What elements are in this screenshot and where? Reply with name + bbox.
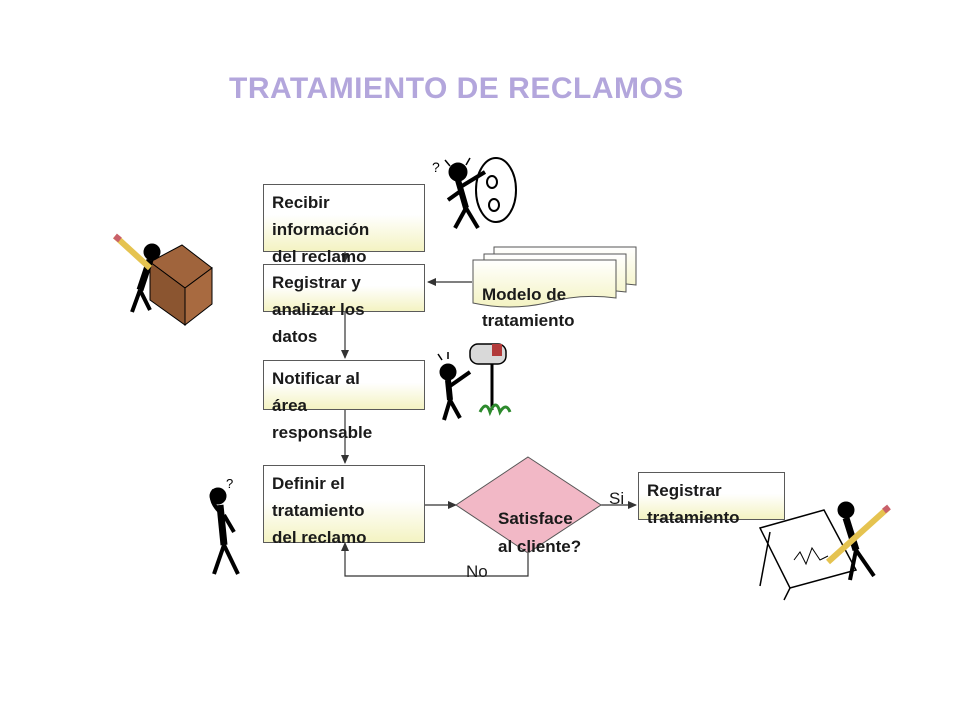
step-recibir-label: Recibir información del reclamo	[272, 193, 370, 266]
step-recibir-informacion: Recibir información del reclamo	[263, 184, 425, 266]
no-label: No	[466, 562, 488, 581]
step-registrar-tratamiento: Registrar tratamiento	[638, 472, 785, 527]
step-registrar-label: Registrar y analizar los datos	[272, 273, 365, 346]
yes-label: Si	[609, 489, 625, 508]
person-with-box-icon	[112, 233, 213, 327]
thinking-person-icon: ?	[209, 476, 240, 575]
svg-text:?: ?	[226, 476, 233, 491]
person-on-phone-icon: ?	[432, 157, 517, 230]
step-definir-label: Definir el tratamiento del reclamo	[272, 474, 367, 547]
decision-label: Satisface al cliente?	[498, 509, 582, 556]
document-stack-shape	[472, 246, 637, 308]
person-at-mailbox-icon	[437, 343, 512, 421]
step-registrar-analizar: Registrar y analizar los datos	[263, 264, 425, 346]
person-writing-icon	[758, 501, 891, 601]
page-title: TRATAMIENTO DE RECLAMOS	[229, 72, 684, 105]
document-label: Modelo de tratamiento	[482, 285, 575, 330]
decision-diamond	[455, 456, 602, 554]
step-notificar-label: Notificar al área responsable	[272, 369, 373, 442]
step-definir-tratamiento: Definir el tratamiento del reclamo	[263, 465, 425, 547]
step-registrar-tratamiento-label: Registrar tratamiento	[647, 481, 740, 527]
svg-text:?: ?	[432, 159, 440, 175]
step-notificar-area: Notificar al área responsable	[263, 360, 425, 442]
arrow-no-loop	[341, 542, 529, 577]
